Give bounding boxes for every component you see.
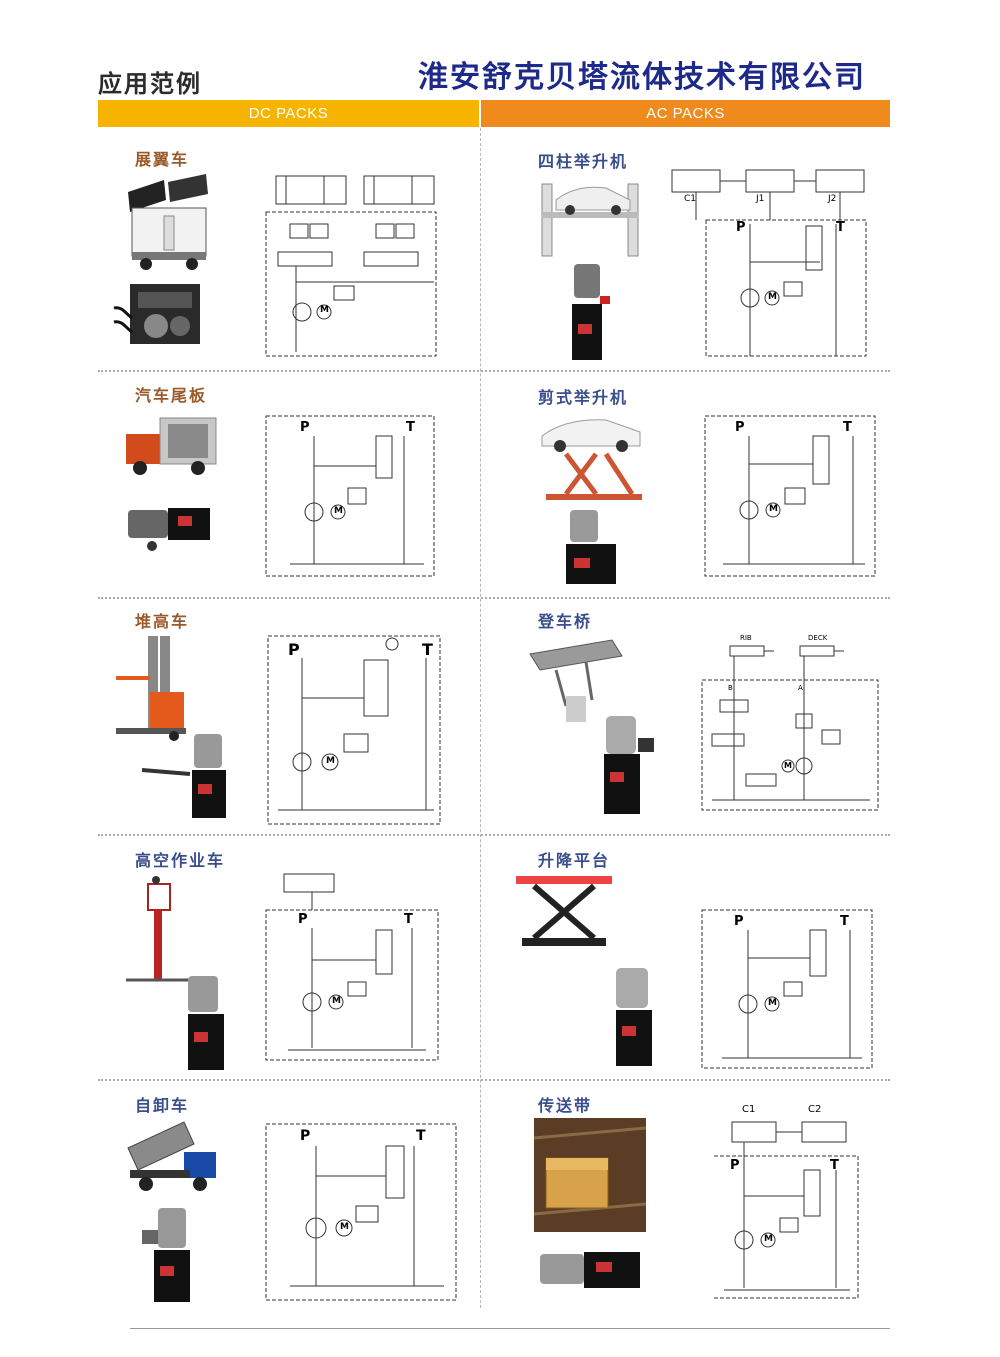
pressure-port-label: P bbox=[288, 640, 300, 659]
motor-label: M bbox=[769, 504, 778, 514]
four-post-pump-photo bbox=[566, 262, 616, 366]
row-divider bbox=[98, 370, 890, 372]
ac-packs-band: AC PACKS bbox=[481, 100, 890, 127]
pressure-port-label: P bbox=[300, 420, 310, 435]
page-title: 应用范例 bbox=[98, 70, 202, 98]
tank-port-label: T bbox=[422, 640, 433, 659]
port-c1-label: C1 bbox=[684, 194, 697, 204]
motor-label: M bbox=[764, 1234, 773, 1244]
scissor-lift-photo bbox=[536, 410, 646, 510]
dock-leveler-pump-photo bbox=[596, 714, 656, 822]
port-j1-label: J1 bbox=[756, 194, 765, 204]
motor-label: M bbox=[784, 761, 792, 770]
column-divider bbox=[480, 128, 481, 1308]
wing-truck-hydraulic-schematic: M bbox=[264, 172, 439, 358]
aerial-platform-photo bbox=[124, 872, 194, 996]
conveyor-hydraulic-schematic: C1 C2 P T M bbox=[712, 1100, 864, 1300]
tank-port-label: T bbox=[843, 420, 852, 435]
pressure-port-label: P bbox=[734, 914, 744, 929]
pressure-port-label: P bbox=[300, 1128, 311, 1144]
pressure-port-label: P bbox=[298, 912, 308, 927]
four-post-hydraulic-schematic: C1 J1 J2 P T M bbox=[660, 162, 870, 360]
port-rib-label: RIB bbox=[740, 634, 752, 642]
motor-label: M bbox=[332, 996, 341, 1006]
scissor-lift-hydraulic-schematic: P T M bbox=[703, 414, 877, 578]
tank-port-label: T bbox=[840, 914, 849, 929]
port-deck-label: DECK bbox=[808, 634, 828, 642]
port-j2-label: J2 bbox=[828, 194, 837, 204]
stacker-photo bbox=[114, 632, 190, 746]
dump-truck-hydraulic-schematic: P T M bbox=[264, 1122, 458, 1302]
conveyor-pump-photo bbox=[536, 1246, 648, 1302]
section-title-dock-leveler: 登车桥 bbox=[538, 612, 593, 631]
company-name: 淮安舒克贝塔流体技术有限公司 bbox=[418, 60, 866, 95]
section-title-four-post-lift: 四柱举升机 bbox=[538, 152, 629, 171]
section-title-tail-lift: 汽车尾板 bbox=[135, 386, 208, 405]
tail-lift-truck-photo bbox=[124, 410, 224, 484]
tank-port-label: T bbox=[404, 912, 413, 927]
lift-table-pump-photo bbox=[606, 966, 664, 1074]
aerial-platform-hydraulic-schematic: P T M bbox=[264, 868, 440, 1064]
stacker-pump-photo bbox=[140, 730, 240, 824]
motor-label: M bbox=[768, 292, 777, 302]
section-title-aerial-platform: 高空作业车 bbox=[135, 851, 226, 870]
motor-label: M bbox=[334, 506, 343, 516]
dock-leveler-photo bbox=[526, 636, 626, 730]
section-title-scissor-lift: 剪式举升机 bbox=[538, 388, 629, 407]
tail-lift-hydraulic-schematic: P T M bbox=[264, 414, 436, 580]
aerial-platform-pump-photo bbox=[180, 974, 240, 1078]
tank-port-label: T bbox=[830, 1158, 839, 1173]
row-divider bbox=[98, 1079, 890, 1081]
motor-label: M bbox=[326, 756, 335, 766]
port-b-label: B bbox=[728, 684, 733, 692]
stacker-hydraulic-schematic: P T M bbox=[266, 634, 442, 826]
section-title-dump-truck: 自卸车 bbox=[135, 1096, 190, 1115]
section-title-lift-table: 升降平台 bbox=[538, 851, 611, 870]
port-c1-label: C1 bbox=[742, 1104, 756, 1115]
four-post-lift-photo bbox=[536, 172, 646, 266]
dump-truck-photo bbox=[124, 1118, 220, 1202]
lift-table-photo bbox=[514, 872, 614, 966]
pressure-port-label: P bbox=[735, 420, 745, 435]
port-c2-label: C2 bbox=[808, 1104, 822, 1115]
row-divider bbox=[98, 834, 890, 836]
tank-port-label: T bbox=[836, 220, 845, 235]
row-divider bbox=[98, 597, 890, 599]
scissor-lift-pump-photo bbox=[562, 508, 622, 592]
bottom-rule bbox=[130, 1328, 890, 1329]
lift-table-hydraulic-schematic: P T M bbox=[700, 908, 874, 1070]
motor-label: M bbox=[340, 1222, 349, 1232]
section-title-conveyor: 传送带 bbox=[538, 1096, 593, 1115]
port-a-label: A bbox=[798, 684, 803, 692]
pressure-port-label: P bbox=[736, 220, 746, 235]
conveyor-photo bbox=[533, 1118, 647, 1236]
wing-truck-photo bbox=[124, 172, 214, 276]
motor-label: M bbox=[768, 998, 777, 1008]
section-title-wing-truck: 展翼车 bbox=[135, 150, 190, 169]
section-title-stacker: 堆高车 bbox=[135, 612, 190, 631]
motor-label: M bbox=[320, 305, 329, 315]
dc-packs-band: DC PACKS bbox=[98, 100, 479, 127]
tank-port-label: T bbox=[416, 1128, 426, 1144]
tank-port-label: T bbox=[406, 420, 415, 435]
pressure-port-label: P bbox=[730, 1158, 740, 1173]
tail-lift-pump-photo bbox=[122, 500, 214, 558]
dump-truck-pump-photo bbox=[140, 1206, 200, 1310]
dock-leveler-hydraulic-schematic: RIB DECK B A M bbox=[700, 630, 882, 814]
wing-truck-pump-photo bbox=[110, 278, 206, 362]
